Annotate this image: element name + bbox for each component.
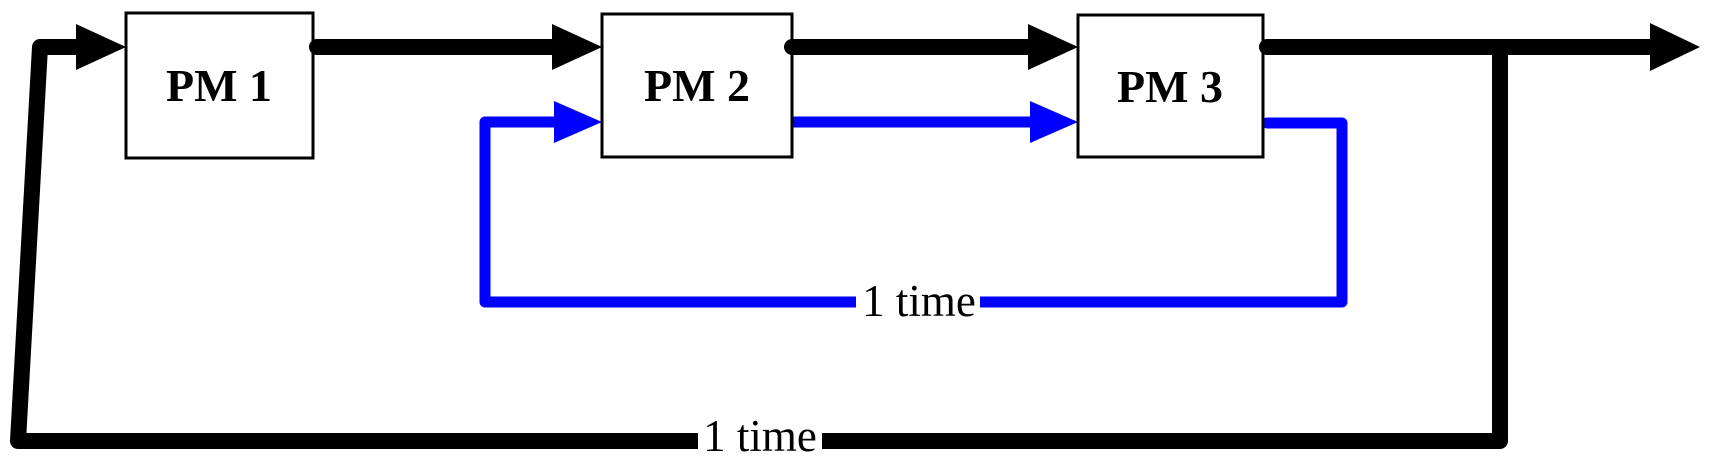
- output-arrowhead: [1650, 23, 1700, 71]
- node-pm3: PM 3: [1076, 13, 1265, 159]
- node-pm1: PM 1: [124, 11, 315, 160]
- pm2-label: PM 2: [644, 60, 750, 111]
- outer-feedback-path: [10, 39, 1508, 449]
- pm3-label: PM 3: [1117, 61, 1223, 112]
- pm3-box: [1076, 13, 1265, 159]
- flow-arrowhead-into-pm1: [76, 24, 126, 70]
- main-flow: [76, 23, 1700, 71]
- pm1-box: [124, 11, 315, 160]
- inner-feedback-loop: 1 time: [479, 101, 1348, 326]
- flow-arrowhead-into-pm3: [1028, 24, 1078, 70]
- outer-loop-label: 1 time: [703, 411, 817, 461]
- rework-arrowhead-into-pm2: [554, 101, 602, 143]
- node-pm2: PM 2: [600, 12, 794, 159]
- pm1-label: PM 1: [166, 60, 272, 111]
- pm2-box: [600, 12, 794, 159]
- inner-loop-label: 1 time: [862, 276, 976, 326]
- inner-loop-label-gap: [856, 290, 980, 316]
- outer-loop-label-gap: [698, 428, 822, 454]
- outer-feedback-loop: 1 time: [10, 39, 1508, 461]
- rework-arrowhead-into-pm3: [1030, 101, 1078, 143]
- flow-arrowhead-into-pm2: [552, 24, 602, 70]
